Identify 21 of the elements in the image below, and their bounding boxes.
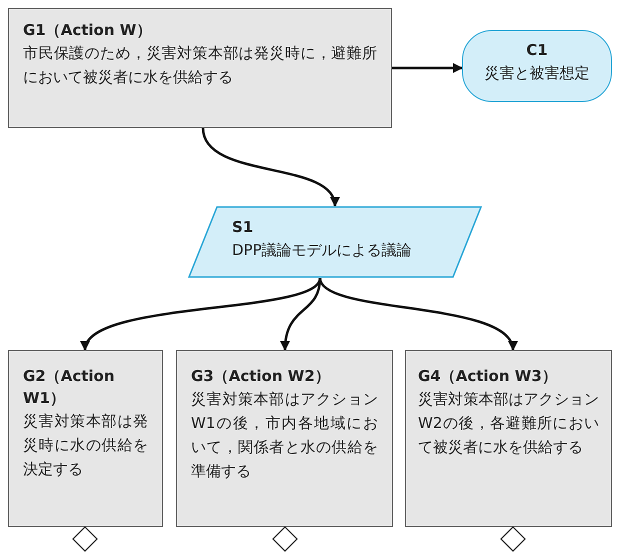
node-heading: G2（Action W1）: [23, 366, 116, 409]
node-heading: G4（Action W3）: [418, 366, 558, 387]
node-heading: G3（Action W2）: [191, 366, 331, 387]
goal-box: [8, 8, 392, 128]
context-box: [462, 30, 612, 102]
node-text: 市民保護のため，災害対策本部は発災時に，避難所において被災者に水を供給する: [23, 43, 377, 88]
node-text: 災害対策本部はアクションW2の後，各避難所において被災者に水を供給する: [418, 389, 599, 458]
goal-box: [8, 350, 163, 527]
node-text: 災害対策本部はアクションW1の後，市内各地域において，関係者と水の供給を準備する: [191, 389, 378, 482]
strategy-box: [188, 206, 482, 278]
node-text: 災害と被害想定: [484, 63, 590, 84]
node-text: 災害対策本部は発災時に水の供給を決定する: [23, 411, 148, 480]
arrow: [392, 63, 463, 73]
node-heading: S1: [232, 217, 254, 238]
node-text: DPP議論モデルによる議論: [232, 240, 413, 261]
arrow: [318, 277, 515, 351]
node-heading: C1: [525, 40, 549, 61]
goal-box: [176, 350, 393, 527]
goal-box: [405, 350, 612, 527]
arrow: [202, 128, 338, 207]
node-heading: G1（Action W）: [23, 20, 152, 41]
